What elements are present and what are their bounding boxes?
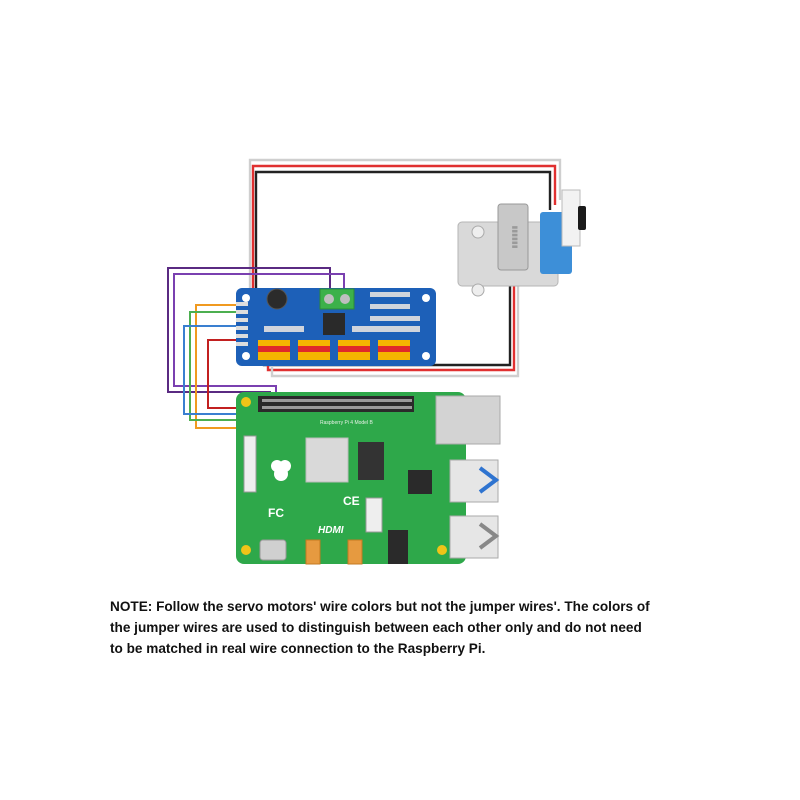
servo-wire-white	[248, 158, 562, 345]
fc-mark: FC	[268, 506, 284, 520]
left-pin-header	[236, 302, 248, 346]
usb-c-port	[259, 539, 287, 561]
note-line: to be matched in real wire connection to…	[110, 641, 486, 656]
servo-wire-red	[251, 164, 557, 345]
raspberry-pi-board: Raspberry Pi 4 Model B CE FC HDMI	[236, 392, 501, 565]
capacitor	[266, 288, 288, 310]
servo-wire-black	[254, 170, 552, 345]
pi-pcb	[236, 392, 466, 564]
ethernet-port	[435, 395, 501, 445]
mount-hole	[422, 294, 430, 302]
pi-model-label: Raspberry Pi 4 Model B	[320, 420, 373, 426]
usb2-icon	[478, 522, 500, 550]
servo-horn	[561, 189, 581, 247]
mount-hole	[422, 352, 430, 360]
wiring-note: NOTE: Follow the servo motors' wire colo…	[110, 596, 710, 659]
mount-hole	[242, 352, 250, 360]
note-line: the jumper wires are used to distinguish…	[110, 620, 642, 635]
servo-label: ▮▮▮▮▮▮	[511, 225, 518, 248]
mount-hole	[241, 545, 251, 555]
servo-header-blocks	[258, 340, 410, 360]
micro-hdmi-port	[347, 539, 363, 565]
servo-motor: ▮▮▮▮▮▮	[457, 189, 586, 297]
servo-body	[497, 203, 529, 271]
servo-driver-board	[236, 288, 436, 366]
jumper-wire-violet	[173, 273, 345, 412]
usb-port-bottom	[449, 515, 499, 559]
terminal-screw	[324, 294, 334, 304]
power-terminal	[319, 288, 355, 310]
mount-hole	[437, 545, 447, 555]
micro-hdmi-port	[305, 539, 321, 565]
bracket-hole	[471, 225, 485, 239]
usb3-icon	[478, 466, 500, 494]
gpio-pins	[262, 399, 412, 409]
usb-port-top	[449, 459, 499, 503]
audio-jack	[388, 530, 408, 564]
cpu-shield	[305, 437, 349, 483]
mount-hole	[242, 294, 250, 302]
pca9685-chip	[323, 313, 345, 335]
note-line: NOTE: Follow the servo motors' wire colo…	[110, 599, 650, 614]
gpio-header	[258, 396, 414, 412]
smd-components	[264, 292, 420, 332]
mount-hole	[241, 397, 251, 407]
terminal-screw	[340, 294, 350, 304]
ribbon-connector	[243, 435, 257, 493]
bracket-hole	[471, 283, 485, 297]
ribbon-connector	[365, 497, 383, 533]
ram-chip	[358, 442, 384, 480]
servo-shaft	[578, 206, 586, 230]
raspberry-logo-icon	[271, 460, 291, 481]
hdmi-label: HDMI	[318, 525, 344, 536]
usb-controller	[408, 470, 432, 494]
ce-mark: CE	[343, 494, 360, 508]
